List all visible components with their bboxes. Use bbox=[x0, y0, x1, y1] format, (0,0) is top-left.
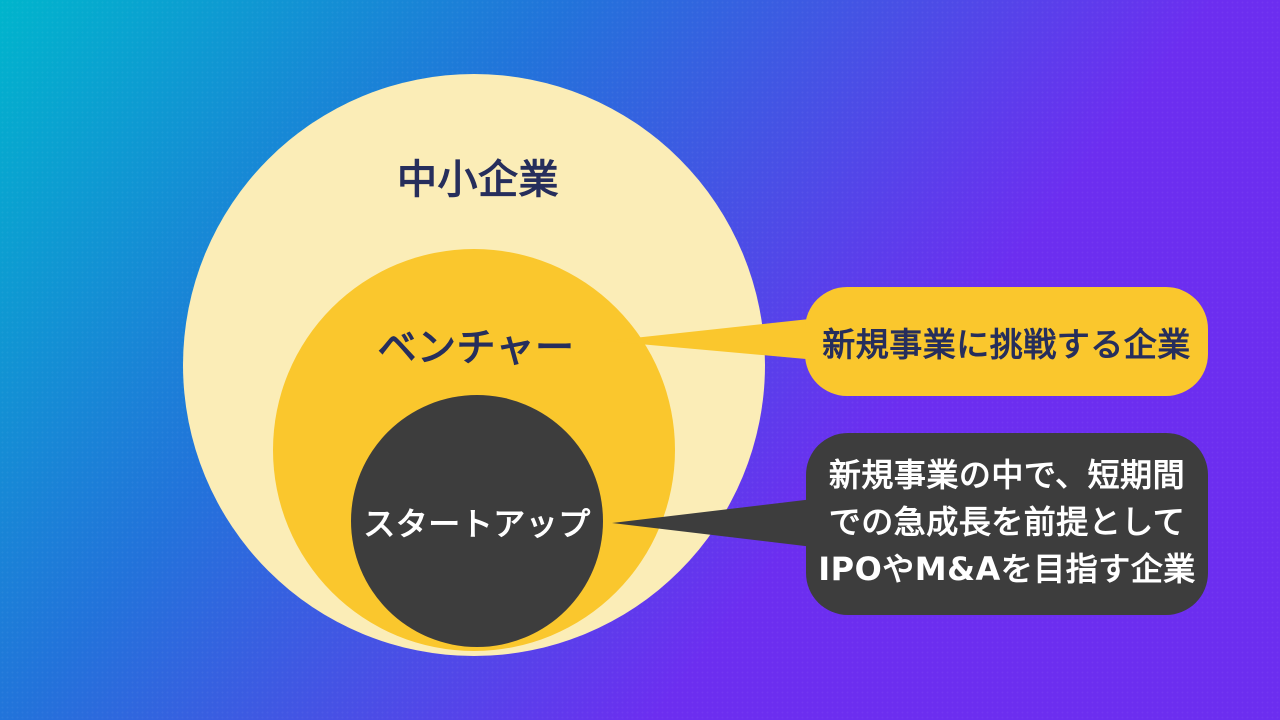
sme-circle-label: 中小企業 bbox=[397, 157, 559, 203]
startup-callout-line-2: での急成長を前提として bbox=[828, 502, 1186, 541]
venture-callout-bubble: 新規事業に挑戦する企業 bbox=[805, 287, 1208, 396]
startup-circle bbox=[351, 395, 603, 647]
venture-circle-label: ベンチャー bbox=[377, 326, 575, 371]
venture-callout-text: 新規事業に挑戦する企業 bbox=[822, 324, 1191, 364]
startup-circle-label: スタートアップ bbox=[363, 505, 591, 543]
startup-callout-tail bbox=[612, 497, 830, 549]
venture-callout-tail bbox=[606, 317, 828, 361]
startup-callout-line-1: 新規事業の中で、短期間 bbox=[828, 455, 1186, 494]
startup-callout-line-3: IPOやM&Aを目指す企業 bbox=[818, 549, 1196, 588]
startup-callout-bubble: 新規事業の中で、短期間 での急成長を前提として IPOやM&Aを目指す企業 bbox=[806, 433, 1208, 615]
